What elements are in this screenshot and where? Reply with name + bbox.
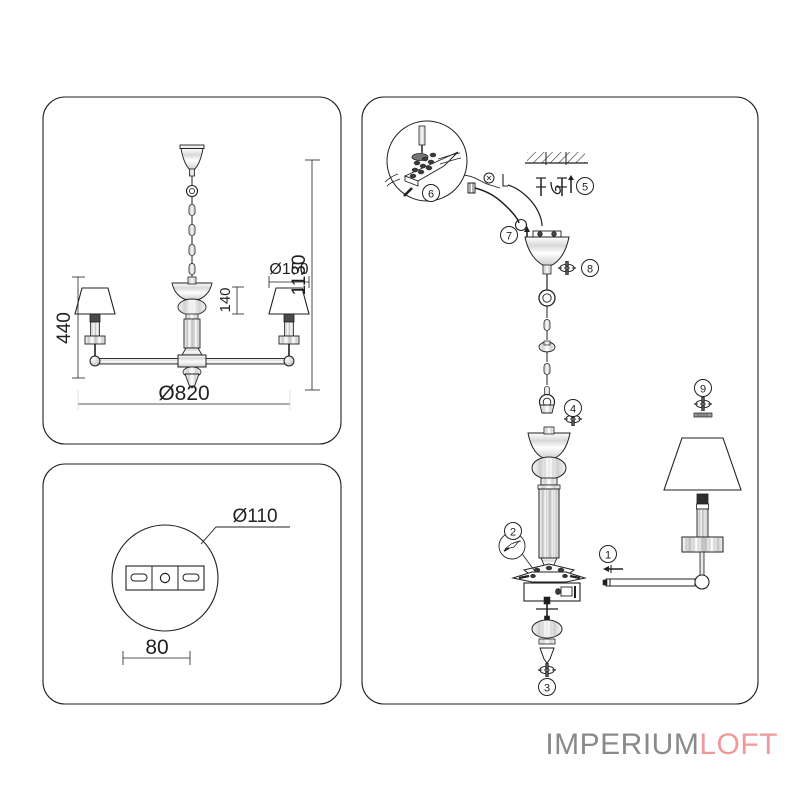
part-8-canopy-nut: 8	[557, 259, 599, 277]
suspension-chain	[185, 176, 199, 283]
callout-8-number: 8	[587, 264, 593, 276]
dim-shade-diameter-label: Ø150	[269, 261, 308, 278]
part-4-chain-nut: 4	[563, 399, 583, 427]
arm-hub	[89, 347, 295, 389]
dim-arm-height: 440	[54, 276, 85, 379]
callout-5-number: 5	[582, 182, 588, 194]
dim-shade-height-label: 140	[217, 287, 234, 312]
dim-arm-height-label: 440	[54, 312, 75, 344]
brand-logo-imperium: IMPERIUM	[545, 728, 700, 761]
dim-overall-height: 1130	[289, 159, 320, 391]
elevation-drawing: 1130 440 140 Ø150 Ø820	[54, 144, 320, 410]
canopy-bell	[179, 144, 205, 177]
exploded-main-body	[527, 426, 571, 568]
dim-plate-block-width-label: 80	[145, 636, 168, 659]
panel-exploded-frame	[361, 96, 759, 705]
dim-overall-diameter: Ø820	[77, 382, 291, 410]
part-6-detail-bubble: 6	[384, 120, 501, 202]
dim-overall-diameter-label: Ø820	[158, 382, 209, 405]
callout-9-number: 9	[700, 384, 706, 396]
lower-collector-box	[523, 582, 581, 605]
sconce-left	[74, 287, 116, 356]
ceiling-surface	[525, 152, 588, 165]
dim-plate-diameter: Ø110	[200, 506, 290, 545]
part-2-detail-bubble: 2	[498, 522, 535, 571]
exploded-chain	[538, 274, 556, 414]
exploded-canopy	[524, 230, 570, 275]
ceiling-plate-drawing: Ø110 80	[111, 506, 290, 665]
part-7-canopy-screw: 7	[500, 226, 530, 244]
callout-7-number: 7	[506, 231, 512, 243]
terminal-block	[125, 565, 205, 591]
callout-2-number: 2	[510, 527, 516, 539]
part-3-finial-nut: 3	[537, 662, 557, 696]
callout-4-number: 4	[570, 404, 576, 416]
exploded-assembly-drawing: 5	[384, 120, 742, 696]
dim-overall-height-label: 1130	[289, 255, 310, 296]
callout-1-number: 1	[605, 550, 611, 562]
exploded-sconce	[602, 437, 742, 590]
exploded-arm-hub	[511, 563, 587, 583]
fluted-column	[183, 318, 201, 349]
dim-plate-diameter-label: Ø110	[232, 506, 277, 527]
wiring-harness	[467, 172, 543, 232]
part-9-shade-nut: 9	[693, 379, 713, 418]
dim-plate-block-width: 80	[122, 636, 191, 665]
exploded-lamp-shade	[663, 437, 742, 491]
sconce-right	[268, 287, 310, 356]
callout-6-number: 6	[428, 189, 434, 201]
lower-finial-stack	[531, 601, 563, 664]
brand-logo-loft: LOFT	[699, 728, 778, 761]
part-1-arm-screw: 1	[599, 545, 623, 573]
dim-shade-diameter: Ø150	[268, 261, 310, 288]
part-5-anchors: 5	[536, 175, 594, 196]
brand-logo: IMPERIUMLOFT	[545, 728, 778, 762]
callout-3-number: 3	[544, 683, 550, 695]
dim-shade-height: 140	[217, 286, 244, 315]
